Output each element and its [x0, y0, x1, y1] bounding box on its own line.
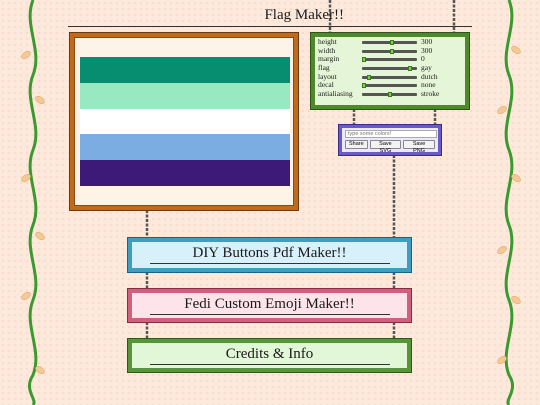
control-row-height: height 300 — [318, 37, 462, 47]
flag-controls-panel: height 300 width 300 margin 0 flag gay layout dut… — [310, 32, 470, 110]
decal-slider[interactable] — [362, 83, 417, 89]
diy-buttons-label: DIY Buttons Pdf Maker!! — [149, 242, 390, 264]
control-row-flag: flag gay — [318, 63, 462, 73]
slider-thumb[interactable] — [362, 83, 366, 89]
slider-thumb[interactable] — [390, 39, 395, 45]
margin-slider[interactable] — [362, 57, 417, 63]
flag-preview-canvas — [80, 57, 290, 186]
chain-decoration — [144, 272, 150, 289]
credits-info-link[interactable]: Credits & Info — [127, 338, 412, 373]
slider-thumb[interactable] — [390, 48, 395, 54]
control-value: none — [421, 80, 436, 90]
page-title: Flag Maker!! — [68, 7, 472, 27]
flag-stripe — [80, 82, 290, 109]
flag-stripe — [80, 160, 290, 186]
control-value: dutch — [421, 71, 438, 81]
chain-decoration — [391, 322, 397, 339]
control-row-decal: decal none — [318, 81, 462, 90]
control-label: flag — [318, 63, 330, 73]
left-vine-decoration — [21, 0, 45, 405]
control-label: decal — [318, 80, 334, 90]
control-label: layout — [318, 71, 337, 81]
chain-decoration — [391, 155, 397, 238]
control-value: 300 — [421, 45, 433, 55]
fedi-emoji-maker-link[interactable]: Fedi Custom Emoji Maker!! — [127, 288, 412, 323]
diy-buttons-pdf-maker-link[interactable]: DIY Buttons Pdf Maker!! — [127, 237, 412, 273]
height-slider[interactable] — [362, 39, 417, 45]
fedi-emoji-label: Fedi Custom Emoji Maker!! — [149, 293, 390, 315]
width-slider[interactable] — [362, 48, 417, 54]
control-row-width: width 300 — [318, 45, 462, 56]
flag-slider[interactable] — [362, 65, 417, 71]
control-value: 300 — [421, 37, 433, 46]
flag-preview-panel — [69, 32, 299, 211]
slider-thumb[interactable] — [407, 65, 412, 71]
chain-decoration — [144, 322, 150, 339]
flag-stripe — [80, 134, 290, 161]
chain-decoration — [144, 210, 150, 238]
chain-decoration — [432, 109, 438, 125]
colors-export-panel: Share Save SVG Save PNG — [338, 124, 442, 156]
control-label: margin — [318, 54, 340, 64]
control-row-antialiasing: antialiasing stroke — [318, 89, 462, 99]
right-vine-decoration — [497, 0, 521, 405]
control-label: width — [318, 45, 336, 55]
antialiasing-slider[interactable] — [362, 91, 417, 97]
control-row-layout: layout dutch — [318, 71, 462, 82]
chain-decoration — [451, 0, 457, 33]
credits-label: Credits & Info — [149, 343, 390, 365]
share-button[interactable]: Share — [345, 140, 368, 149]
slider-thumb[interactable] — [387, 91, 392, 97]
layout-slider[interactable] — [362, 74, 417, 80]
chain-decoration — [351, 109, 357, 125]
flag-stripe — [80, 57, 290, 83]
control-value: stroke — [421, 89, 440, 99]
control-label: antialiasing — [318, 89, 353, 99]
slider-thumb[interactable] — [367, 74, 372, 80]
control-row-margin: margin 0 — [318, 55, 462, 64]
control-label: height — [318, 37, 337, 46]
slider-thumb[interactable] — [362, 57, 366, 63]
save-png-button[interactable]: Save PNG — [403, 140, 435, 154]
flag-stripe — [80, 108, 290, 135]
chain-decoration — [327, 0, 333, 33]
save-svg-button[interactable]: Save SVG — [369, 140, 402, 154]
chain-decoration — [391, 272, 397, 289]
colors-input[interactable] — [345, 130, 437, 138]
control-value: gay — [421, 63, 432, 73]
control-value: 0 — [421, 54, 425, 64]
